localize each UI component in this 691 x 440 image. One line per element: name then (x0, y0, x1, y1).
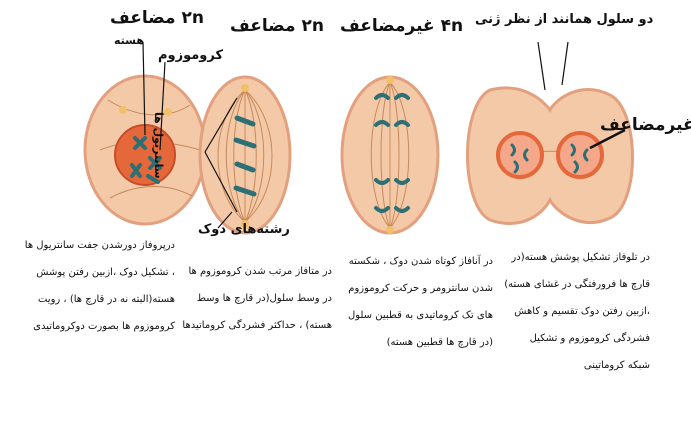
metaphase-description-line: هسته) ، حداکثر فشردگی کروماتیدها (182, 312, 332, 339)
anaphase-description-line: (در قارچ ها قطبین هسته) (345, 329, 493, 356)
metaphase-ploidy-label: ۲n مضاعف (230, 16, 324, 36)
telophase-ploidy-label: ۲n غیرمضاعف (600, 115, 691, 135)
anaphase-cell (342, 76, 438, 234)
telophase-cell (468, 88, 633, 224)
anaphase-ploidy-label: ۴n غیرمضاعف (340, 16, 463, 36)
chromosome-label: کروموزوم (158, 48, 223, 63)
telophase-description-line: ،ازبین رفتن دوک تقسیم و کاهش (500, 298, 650, 325)
telophase-description: در تلوفاز تشکیل پوشش هسته(در قارچ ها فرو… (500, 244, 650, 379)
spindle-fibers-label: رشته‌های دوک (198, 222, 290, 237)
telophase-description-line: شبکه کروماتینی (500, 352, 650, 379)
anaphase-description-line: های تک کروماتیدی به قطبین سلول (345, 302, 493, 329)
centrioles-label: سانتریول ها (152, 112, 165, 179)
telophase-description-line: قارچ ها فرورفتگی در غشای هسته) (500, 271, 650, 298)
anaphase-description: در آنافاز کوتاه شدن دوک ، شکسته شدن سانت… (345, 248, 493, 356)
prophase-description-line: درپروفاز دورشدن جفت سانتریول ها (20, 232, 175, 259)
anaphase-description-line: شدن سانترومر و حرکت کروموزوم (345, 275, 493, 302)
metaphase-description-line: در وسط سلول(در قارچ ها وسط (182, 285, 332, 312)
prophase-description-line: ، تشکیل دوک ،ازبین رفتن پوشش (20, 259, 175, 286)
daughter-cells-label: دو سلول همانند از نظر ژنی (475, 12, 653, 27)
telophase-description-line: فشردگی کروموزوم و تشکیل (500, 325, 650, 352)
anaphase-description-line: در آنافاز کوتاه شدن دوک ، شکسته (345, 248, 493, 275)
telophase-description-line: در تلوفاز تشکیل پوشش هسته(در (500, 244, 650, 271)
prophase-cell (85, 76, 205, 224)
metaphase-description: در متافاز مرتب شدن کروموزوم ها در وسط سل… (182, 258, 332, 339)
prophase-description: درپروفاز دورشدن جفت سانتریول ها ، تشکیل … (20, 232, 175, 340)
metaphase-cell (200, 77, 290, 233)
prophase-ploidy-label: ۲n مضاعف (110, 8, 204, 28)
nucleus-label: هسته (114, 34, 144, 47)
prophase-description-line: هسته(البته نه در قارچ ها) ، رویت (20, 286, 175, 313)
metaphase-description-line: در متافاز مرتب شدن کروموزوم ها (182, 258, 332, 285)
prophase-description-line: کروموزوم ها بصورت دوکروماتیدی (20, 313, 175, 340)
